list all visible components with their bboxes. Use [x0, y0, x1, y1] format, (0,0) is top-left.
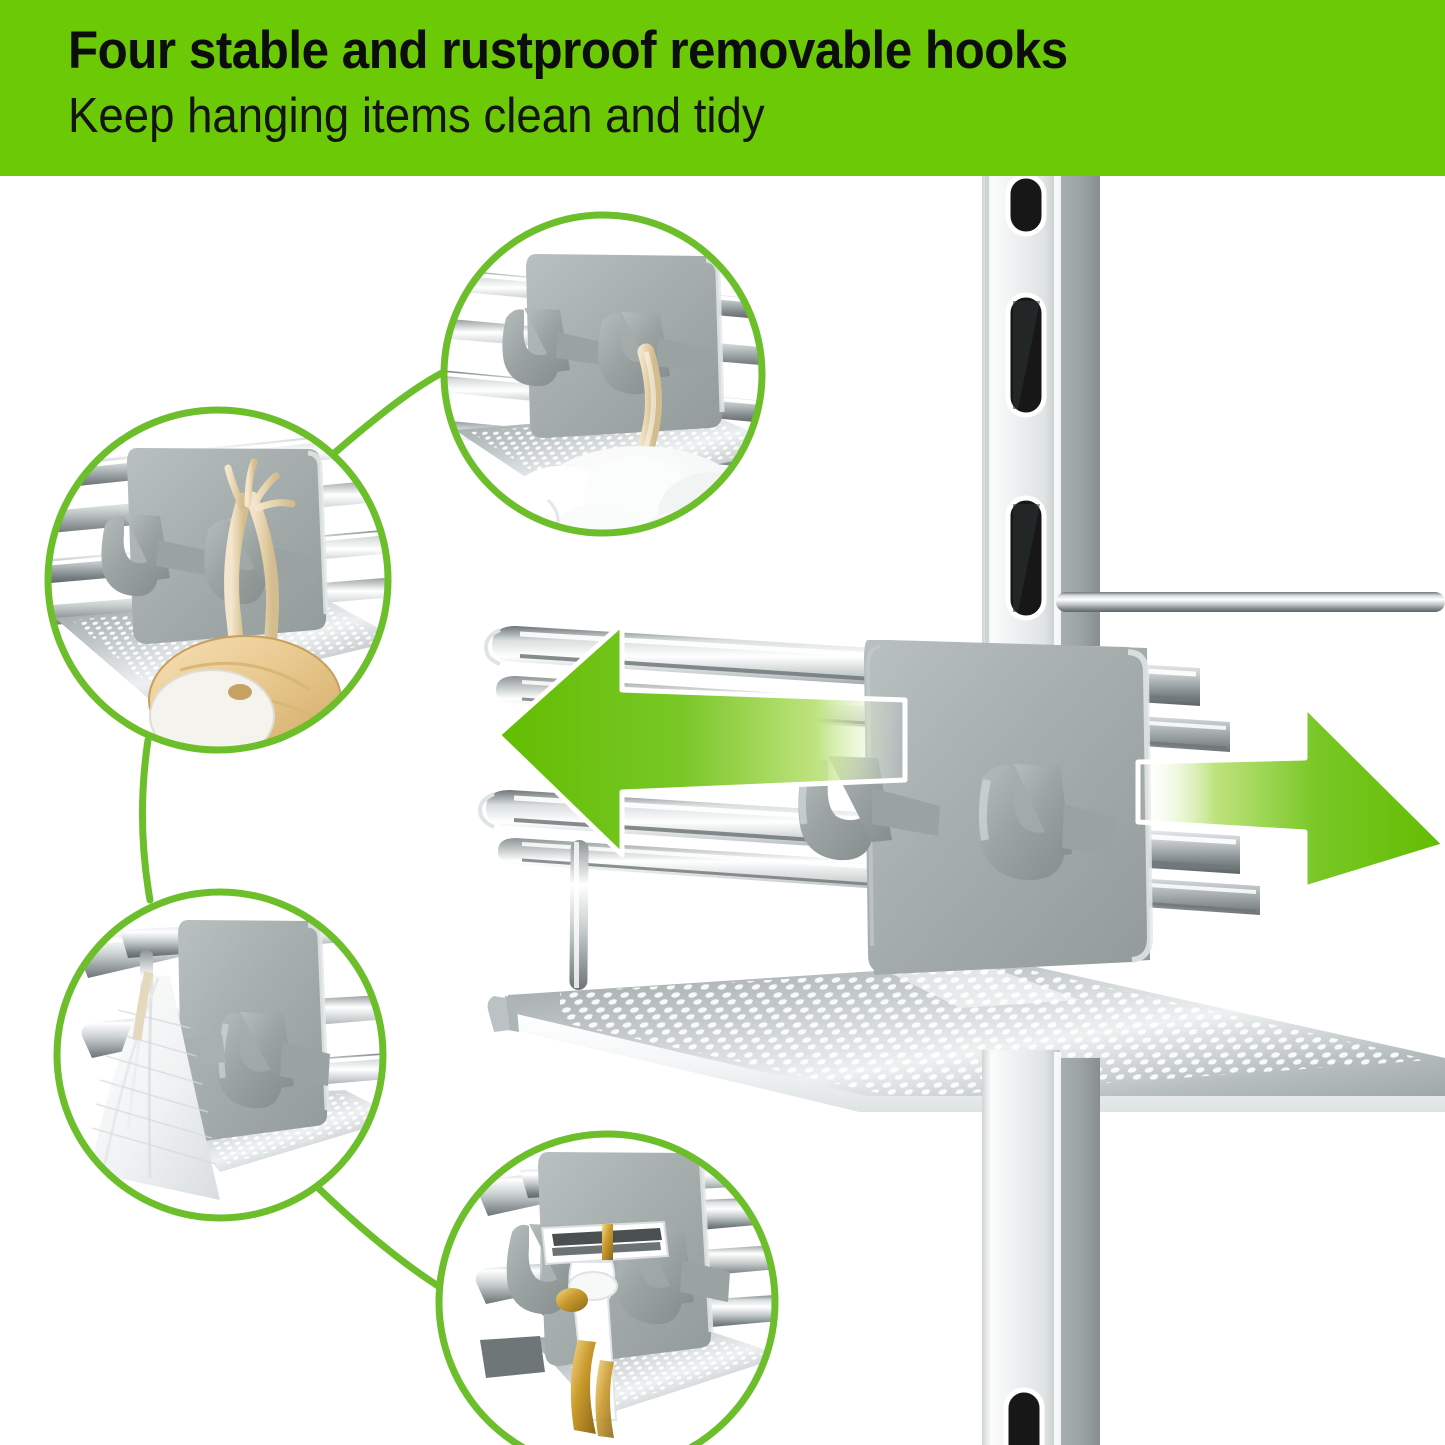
main-product-group: [477, 176, 1445, 1445]
callout-ring: [53, 888, 387, 1222]
slide-right-arrow: [1135, 703, 1445, 891]
page-title: Four stable and rustproof removable hook…: [68, 21, 1068, 80]
shelf-tray: [487, 962, 1445, 1112]
pole-slot: [1003, 1387, 1045, 1445]
callout-ring: [44, 406, 392, 754]
hook-arm-right: [977, 764, 1118, 881]
tension-pole-upper: [982, 176, 1100, 646]
connector-left-to-bottom-left: [138, 736, 154, 904]
header-banner: Four stable and rustproof removable hook…: [0, 0, 1445, 176]
towel-icon: [90, 970, 220, 1200]
callout-ring: [440, 211, 766, 537]
adhesive-hook-main: [798, 640, 1154, 975]
pole-slot: [1005, 176, 1047, 237]
slide-left-arrow: [495, 621, 908, 858]
callout-towel: Hook holding a white waffle towel: [53, 888, 387, 1222]
callout-ring: [435, 1130, 779, 1445]
pole-slot: [1005, 495, 1047, 621]
callout-wooden-brush: Hook holding a rope-hung wooden bath bru…: [44, 406, 392, 754]
razor-icon: [540, 1220, 670, 1438]
callout-razor: Hook holding a gold and white razor: [435, 1130, 779, 1445]
pole-slot: [1005, 292, 1047, 418]
callout-loofah: Hook holding a white loofah shower puff: [440, 211, 766, 537]
upper-rail: [1056, 592, 1445, 612]
page-subtitle: Keep hanging items clean and tidy: [68, 89, 765, 143]
tension-pole-lower: [982, 1050, 1100, 1445]
